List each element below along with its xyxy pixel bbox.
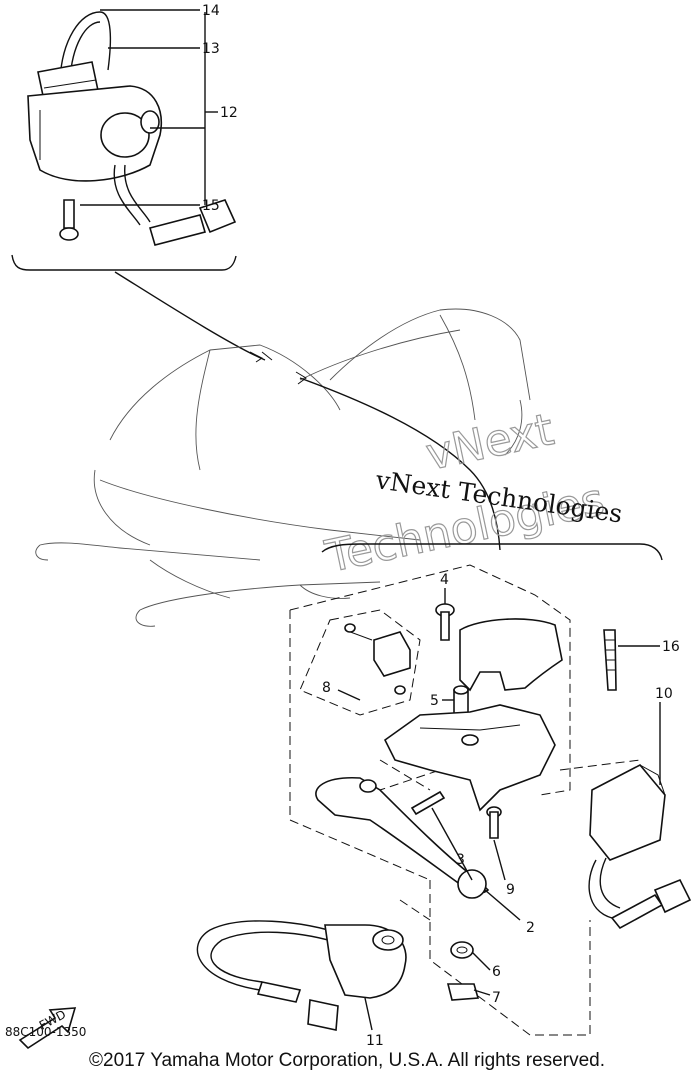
callout-11: 11 [366, 1033, 384, 1049]
callout-6: 6 [492, 964, 501, 980]
callout-16: 16 [662, 639, 680, 655]
drawing-code: 88C100-1350 [5, 1025, 86, 1039]
callout-4: 4 [440, 572, 449, 588]
callout-2: 2 [526, 920, 535, 936]
callout-3: 3 [456, 852, 465, 868]
brake-lever-assembly [196, 564, 692, 1036]
switch-assembly-inset [11, 9, 266, 363]
callout-9: 9 [506, 882, 515, 898]
watermark-outline-top: vNext [422, 404, 558, 481]
callout-12: 12 [220, 105, 238, 121]
callout-5: 5 [430, 693, 439, 709]
callout-13: 13 [202, 41, 220, 57]
callout-14: 14 [202, 3, 220, 19]
watermark: Technologies vNext vNext Technologies [320, 404, 624, 584]
lower-assembly-bracket [321, 543, 663, 561]
callout-15: 15 [202, 198, 220, 214]
callout-8: 8 [322, 680, 331, 696]
callout-10: 10 [655, 686, 673, 702]
callout-7: 7 [492, 990, 501, 1006]
callout-labels: 14 13 12 15 4 16 8 5 10 9 3 2 6 7 11 [202, 3, 680, 1049]
snowmobile-outline [35, 308, 531, 627]
copyright-notice: ©2017 Yamaha Motor Corporation, U.S.A. A… [89, 1050, 605, 1071]
